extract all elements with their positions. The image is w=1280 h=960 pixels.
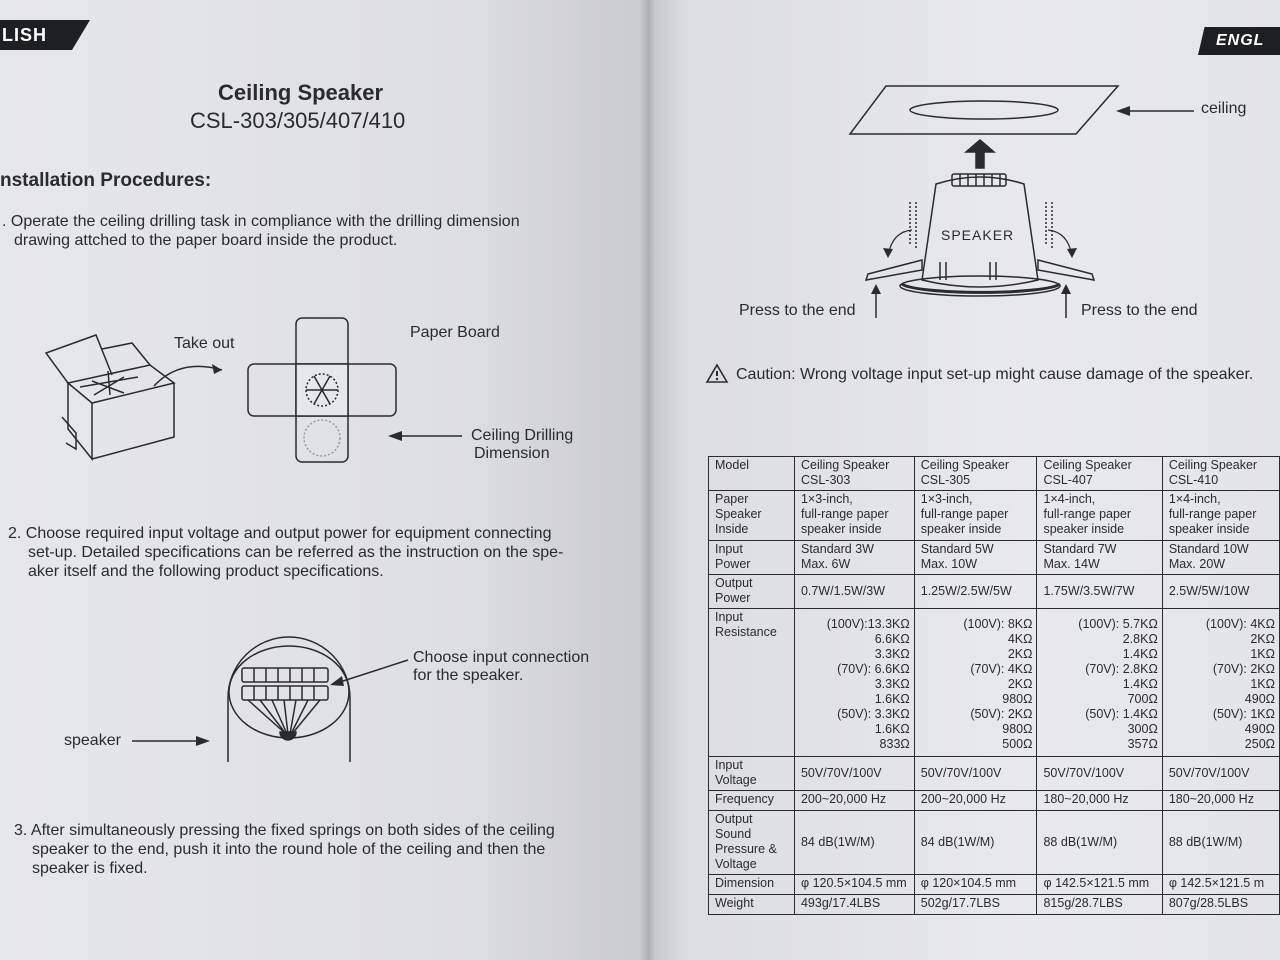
step1-line1: . Operate the ceiling drilling task in c… [2,213,520,230]
sound-pressure-cell: 84 dB(1W/M) [913,810,1038,875]
weight-cell: 502g/17.7LBS [913,894,1038,915]
sound-pressure-cell: 84 dB(1W/M) [793,810,915,875]
input-voltage-cell: 50V/70V/100V [913,756,1038,791]
take-out-label: Take out [174,335,235,352]
ceiling-arrow-icon [1116,106,1194,116]
dimension-cell: φ 142.5×121.5 mm [1036,874,1163,895]
box-illustration [44,334,176,462]
frequency-cell: 180~20,000 Hz [1161,790,1280,811]
output-power-cell: 1.25W/2.5W/5W [913,574,1038,609]
input-voltage-cell: 50V/70V/100V [793,756,915,791]
terminal-speaker-illustration [227,636,351,762]
language-tab-right: ENGL [1198,27,1280,55]
output-power-cell: 1.75W/3.5W/7W [1036,574,1163,609]
ceiling-label: ceiling [1201,100,1247,117]
warning-icon [705,363,729,383]
drilling-arrow-icon [388,431,462,441]
paper-board-illustration [247,317,397,463]
caution-note: Caution: Wrong voltage input set-up migh… [705,363,1254,384]
frequency-cell: 200~20,000 Hz [793,790,915,811]
row-label-frequency: Frequency [708,790,795,811]
step3-line1: 3. After simultaneously pressing the fix… [14,822,555,839]
sound-pressure-cell: 88 dB(1W/M) [1036,810,1163,875]
language-tab-left: LISH [0,20,90,50]
table-row: Frequency 200~20,000 Hz 200~20,000 Hz 18… [708,790,1280,811]
choose-connection-line2: for the speaker. [413,667,524,684]
section-title: nstallation Procedures: [0,170,212,191]
drilling-label-line2: Dimension [474,445,550,462]
dimension-cell: φ 142.5×121.5 m [1161,874,1280,895]
ceiling-install-illustration [848,85,1120,318]
speaker-arrow-icon [132,736,210,746]
dimension-cell: φ 120.5×104.5 mm [793,874,915,895]
input-voltage-cell: 50V/70V/100V [1036,756,1163,791]
caution-text: Caution: Wrong voltage input set-up migh… [736,366,1254,383]
weight-cell: 815g/28.7LBS [1036,894,1163,915]
press-left-label: Press to the end [739,302,856,319]
paper-board-label: Paper Board [410,324,500,341]
document-models: CSL-303/305/407/410 [190,108,406,133]
page-fold [640,0,656,960]
output-power-cell: 2.5W/5W/10W [1161,574,1280,609]
step2-line1: 2. Choose required input voltage and out… [8,525,552,542]
step1-line2: drawing attched to the paper board insid… [14,232,398,249]
speaker-body-label: SPEAKER [941,227,1015,243]
document-title: Ceiling Speaker [218,80,384,105]
output-power-cell: 0.7W/1.5W/3W [793,574,915,609]
speaker-label: speaker [64,732,121,749]
step2-line3: aker itself and the following product sp… [28,563,384,580]
step3-line2: speaker to the end, push it into the rou… [32,841,546,858]
press-right-label: Press to the end [1081,302,1198,319]
row-label-weight: Weight [708,894,795,915]
dimension-cell: φ 120×104.5 mm [913,874,1038,895]
frequency-cell: 200~20,000 Hz [913,790,1038,811]
input-voltage-cell: 50V/70V/100V [1161,756,1280,791]
weight-cell: 493g/17.4LBS [793,894,915,915]
choose-connection-arrow-icon [330,659,409,686]
row-label-model: Model [708,456,795,491]
drilling-label-line1: Ceiling Drilling [471,427,574,444]
choose-connection-line1: Choose input connection [413,649,590,666]
frequency-cell: 180~20,000 Hz [1036,790,1163,811]
left-page [0,0,648,960]
row-label-dimension: Dimension [708,874,795,895]
take-out-arrow-icon [153,364,223,387]
table-row: Weight 493g/17.4LBS 502g/17.7LBS 815g/28… [708,894,1280,915]
step3-line3: speaker is fixed. [32,860,148,877]
sound-pressure-cell: 88 dB(1W/M) [1161,810,1280,875]
weight-cell: 807g/28.5LBS [1161,894,1280,915]
table-row: Dimension φ 120.5×104.5 mm φ 120×104.5 m… [708,874,1280,895]
step2-line2: set-up. Detailed specifications can be r… [28,544,564,561]
